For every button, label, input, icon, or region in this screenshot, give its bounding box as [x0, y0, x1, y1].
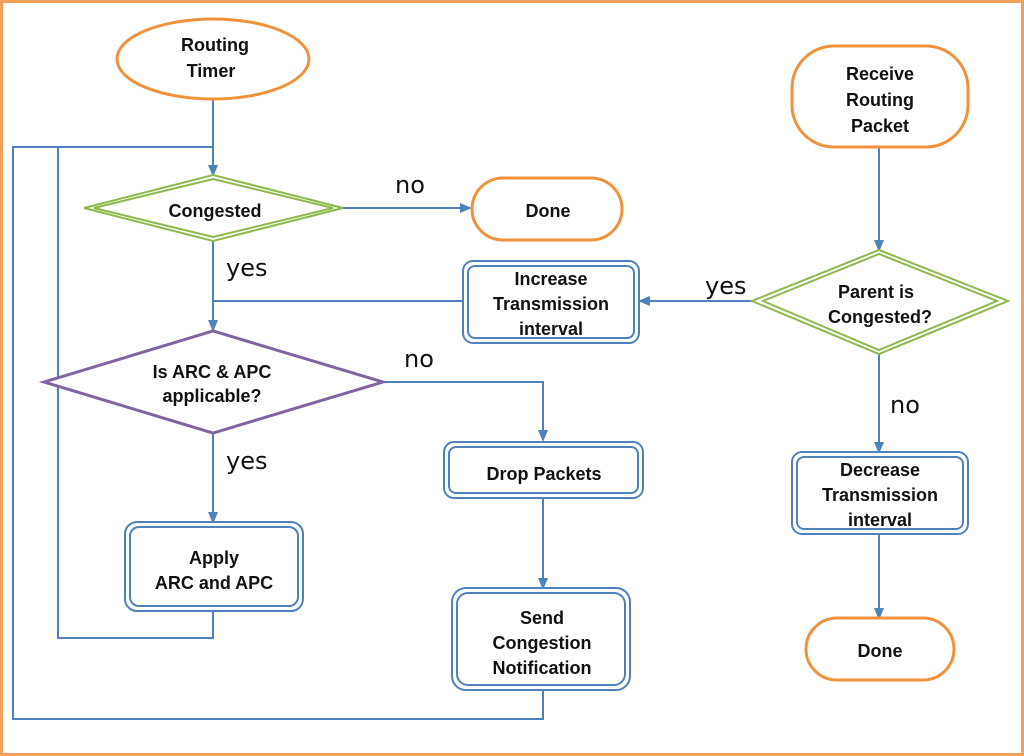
decrease-line-3: interval	[848, 510, 912, 530]
edge-arc-to-drop	[383, 381, 548, 442]
send-line-3: Notification	[493, 658, 592, 678]
edge-label-arc-yes: yes	[226, 447, 267, 475]
receive-packet-line-2: Routing	[846, 90, 914, 110]
edge-label-congested-no: no	[395, 171, 425, 199]
decrease-line-2: Transmission	[822, 485, 938, 505]
done-bottom-label: Done	[858, 641, 903, 661]
parent-congested-line-2: Congested?	[828, 307, 932, 327]
receive-packet-line-3: Packet	[851, 116, 909, 136]
process-decrease-interval: Decrease Transmission interval	[791, 451, 969, 535]
arc-apc-line-2: applicable?	[162, 386, 261, 406]
edge-label-parent-no: no	[890, 391, 920, 419]
terminal-done-bottom: Done	[804, 616, 956, 682]
edge-label-congested-yes: yes	[226, 254, 267, 282]
increase-line-3: interval	[519, 319, 583, 339]
drop-packets-label: Drop Packets	[486, 464, 601, 484]
process-increase-interval: Increase Transmission interval	[462, 260, 640, 344]
routing-timer-line-1: Routing	[181, 35, 249, 55]
routing-timer-line-2: Timer	[187, 61, 236, 81]
process-drop-packets: Drop Packets	[443, 441, 644, 499]
terminal-receive-packet: Receive Routing Packet	[790, 44, 970, 149]
apply-line-2: ARC and APC	[155, 573, 273, 593]
edge-label-arc-no: no	[404, 345, 434, 373]
send-line-2: Congestion	[493, 633, 592, 653]
receive-packet-line-1: Receive	[846, 64, 914, 84]
edge-apply-loop	[57, 146, 214, 639]
done-top-label: Done	[526, 201, 571, 221]
process-send-notification: Send Congestion Notification	[451, 587, 631, 691]
congested-label: Congested	[168, 201, 261, 221]
increase-line-1: Increase	[514, 269, 587, 289]
apply-line-1: Apply	[189, 548, 239, 568]
connectors	[12, 99, 884, 720]
decision-congested: Congested	[83, 173, 344, 243]
decrease-line-1: Decrease	[840, 460, 920, 480]
edge-send-loop	[12, 146, 544, 720]
parent-congested-line-1: Parent is	[838, 282, 914, 302]
decision-parent-congested: Parent is Congested?	[749, 248, 1011, 356]
process-apply-arc-apc: Apply ARC and APC	[124, 521, 304, 612]
terminal-done-top: Done	[470, 176, 624, 242]
send-line-1: Send	[520, 608, 564, 628]
terminal-routing-timer: Routing Timer	[115, 17, 311, 101]
arc-apc-line-1: Is ARC & APC	[153, 362, 272, 382]
increase-line-2: Transmission	[493, 294, 609, 314]
edge-label-parent-yes: yes	[705, 272, 746, 300]
decision-arc-apc: Is ARC & APC applicable?	[38, 329, 389, 435]
